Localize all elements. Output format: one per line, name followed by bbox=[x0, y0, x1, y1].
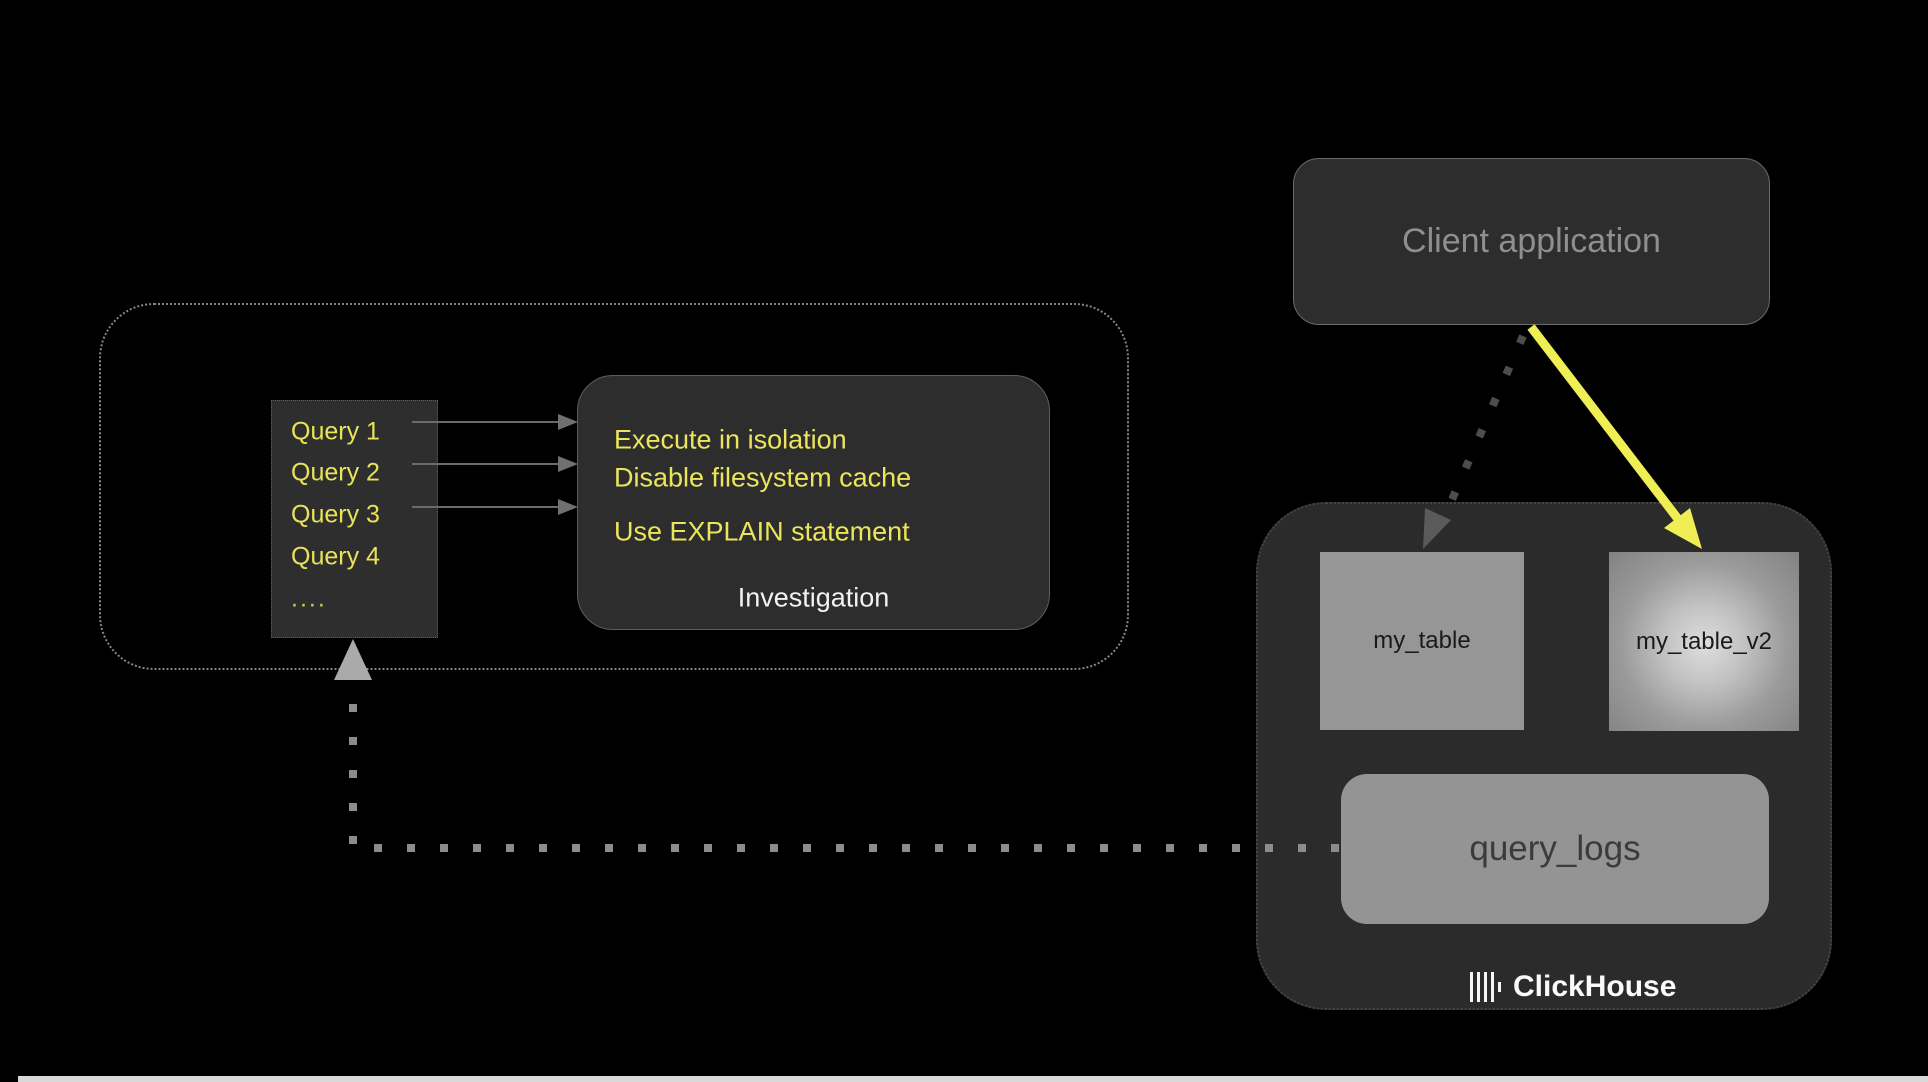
my-table-label: my_table bbox=[1373, 627, 1471, 654]
query-logs-box: query_logs bbox=[1341, 774, 1769, 924]
querylogs-to-queries-dotted-arrow bbox=[334, 639, 1339, 852]
query-item-3: Query 3 bbox=[291, 500, 380, 529]
slide-bottom-edge bbox=[18, 1076, 1928, 1082]
my-table-v2-label: my_table_v2 bbox=[1635, 627, 1773, 655]
investigation-group-outline bbox=[99, 303, 1129, 670]
investigation-tip-1: Execute in isolation bbox=[614, 424, 847, 455]
query-item-ellipsis: .... bbox=[291, 584, 327, 613]
query-list-box: Query 1 Query 2 Query 3 Query 4 .... bbox=[271, 400, 438, 638]
clickhouse-logo: ClickHouse bbox=[1470, 972, 1676, 1002]
investigation-label: Investigation bbox=[737, 582, 890, 613]
clickhouse-bars-icon bbox=[1470, 972, 1505, 1002]
my-table-v2-box: my_table_v2 bbox=[1609, 552, 1799, 731]
client-application-box: Client application bbox=[1293, 158, 1770, 325]
clickhouse-brand-label: ClickHouse bbox=[1513, 970, 1677, 1003]
clickhouse-container: my_table my_table_v2 query_logs ClickHou… bbox=[1256, 502, 1832, 1010]
client-application-label: Client application bbox=[1402, 222, 1661, 260]
query-item-4: Query 4 bbox=[291, 542, 380, 571]
query-logs-label: query_logs bbox=[1469, 829, 1641, 868]
investigation-box: Execute in isolation Disable filesystem … bbox=[577, 375, 1050, 630]
investigation-tip-2: Disable filesystem cache bbox=[614, 462, 912, 493]
query-item-1: Query 1 bbox=[291, 417, 380, 446]
investigation-tip-3: Use EXPLAIN statement bbox=[614, 516, 910, 547]
query-item-2: Query 2 bbox=[291, 458, 380, 487]
my-table-box: my_table bbox=[1320, 552, 1524, 730]
